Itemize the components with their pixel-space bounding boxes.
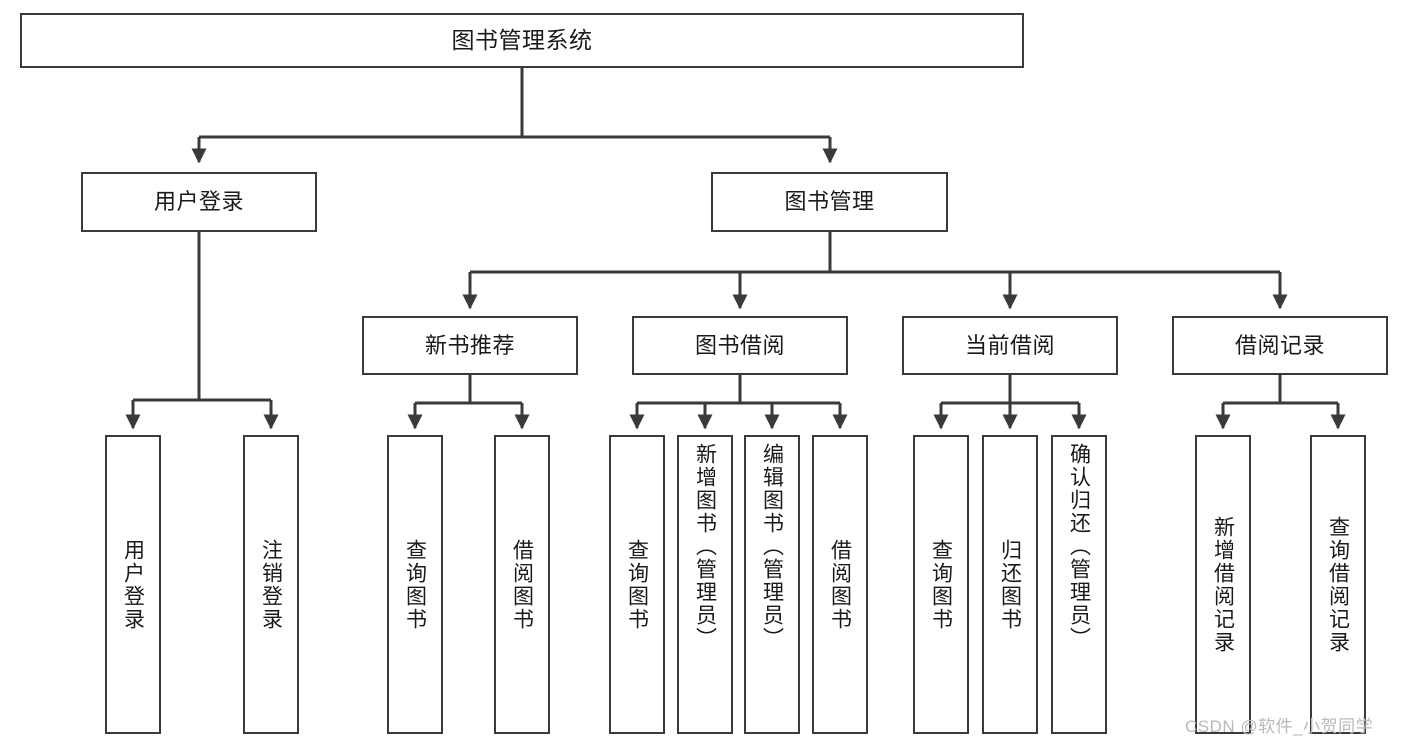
leaf-recommend-borrow-book[interactable]: 借阅图书 <box>494 435 550 734</box>
node-label: 用户登录 <box>121 538 145 631</box>
node-label: 查询借阅记录 <box>1326 515 1350 654</box>
node-label: 查询图书 <box>403 538 427 631</box>
leaf-user-login-login[interactable]: 用户登录 <box>105 435 161 734</box>
node-label: 查询图书 <box>625 538 649 631</box>
node-label: 借阅图书 <box>510 538 534 631</box>
leaf-user-login-logout[interactable]: 注销登录 <box>243 435 299 734</box>
node-user-login[interactable]: 用户登录 <box>81 172 317 232</box>
node-label: 图书管理系统 <box>451 27 593 54</box>
node-label: 新增图书（管理员） <box>693 443 717 650</box>
node-label: 新增借阅记录 <box>1211 515 1235 654</box>
node-label: 借阅图书 <box>828 538 852 631</box>
node-label: 用户登录 <box>153 189 244 215</box>
node-label: 查询图书 <box>929 538 953 631</box>
node-book-management[interactable]: 图书管理 <box>711 172 948 232</box>
leaf-borrow-add-book-admin[interactable]: 新增图书（管理员） <box>677 435 733 734</box>
node-label: 借阅记录 <box>1234 332 1325 358</box>
node-book-borrowing[interactable]: 图书借阅 <box>632 316 848 375</box>
node-label: 归还图书 <box>998 538 1022 631</box>
node-label: 当前借阅 <box>964 332 1055 358</box>
node-label: 新书推荐 <box>424 332 515 358</box>
watermark-text: CSDN @软件_小贺同学 <box>1185 717 1374 736</box>
node-label: 图书管理 <box>784 189 875 215</box>
leaf-borrow-borrow-book[interactable]: 借阅图书 <box>812 435 868 734</box>
node-label: 图书借阅 <box>694 332 785 358</box>
leaf-current-query-book[interactable]: 查询图书 <box>913 435 969 734</box>
node-label: 编辑图书（管理员） <box>760 443 784 650</box>
node-root-book-management-system[interactable]: 图书管理系统 <box>20 13 1024 68</box>
node-label: 注销登录 <box>259 538 283 631</box>
leaf-borrow-edit-book-admin[interactable]: 编辑图书（管理员） <box>744 435 800 734</box>
node-current-borrowing[interactable]: 当前借阅 <box>902 316 1118 375</box>
node-label: 确认归还（管理员） <box>1067 443 1091 650</box>
leaf-recommend-query-book[interactable]: 查询图书 <box>387 435 443 734</box>
leaf-record-query-record[interactable]: 查询借阅记录 <box>1310 435 1366 734</box>
leaf-current-return-book[interactable]: 归还图书 <box>982 435 1038 734</box>
leaf-borrow-query-book[interactable]: 查询图书 <box>609 435 665 734</box>
node-borrowing-records[interactable]: 借阅记录 <box>1172 316 1388 375</box>
leaf-record-add-record[interactable]: 新增借阅记录 <box>1195 435 1251 734</box>
node-new-book-recommendation[interactable]: 新书推荐 <box>362 316 578 375</box>
leaf-current-confirm-return-admin[interactable]: 确认归还（管理员） <box>1051 435 1107 734</box>
